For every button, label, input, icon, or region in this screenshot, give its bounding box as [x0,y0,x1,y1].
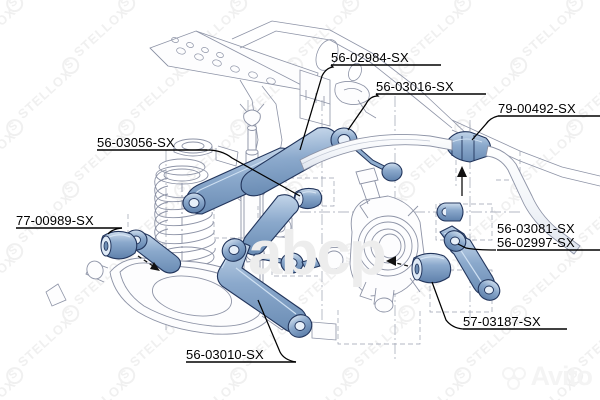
label-code-1: 56-02997-SX [497,235,575,250]
avito-watermark: Avito [501,361,593,392]
label-code-0: 56-03081-SX [497,221,575,236]
part-56-03010-sx [216,238,313,338]
part-79-00492-sx [447,131,492,163]
label-code: 77-00989-SX [16,213,94,228]
label-code: 56-03010-SX [186,347,264,362]
avito-wordmark: Avito [530,361,593,391]
highlighted-parts [100,127,501,338]
label-code: 79-00492-SX [498,101,576,116]
part-77-00989-sx [100,230,138,260]
part-56-03081-and-56-02997 [443,230,501,301]
label-57-03187-sx: 57-03187-SX [463,314,541,329]
stabilizer-bar [299,133,581,255]
label-code: 57-03187-SX [463,314,541,329]
abcp-watermark: abcp [248,219,387,288]
label-79-00492-sx: 79-00492-SX [498,101,576,116]
label-56-03010-sx: 56-03010-SX [186,347,264,362]
subframe-and-body-structure [45,20,600,360]
part-56-03056-sx-arm [242,194,321,274]
part-57-03187-sx [411,252,452,284]
label-56-03016-sx: 56-03016-SX [376,79,454,94]
avito-dots-icon [501,366,528,390]
label-underlines [16,64,600,363]
label-56-02984-sx: 56-02984-SX [331,50,409,65]
wheel-hub-knuckle [319,167,425,313]
label-code: 56-03016-SX [376,79,454,94]
label-code: 56-03056-SX [97,135,175,150]
label-code: 56-02984-SX [331,50,409,65]
label-77-00989-sx: 77-00989-SX [16,213,94,228]
label-56-03056-sx: 56-03056-SX [97,135,175,150]
